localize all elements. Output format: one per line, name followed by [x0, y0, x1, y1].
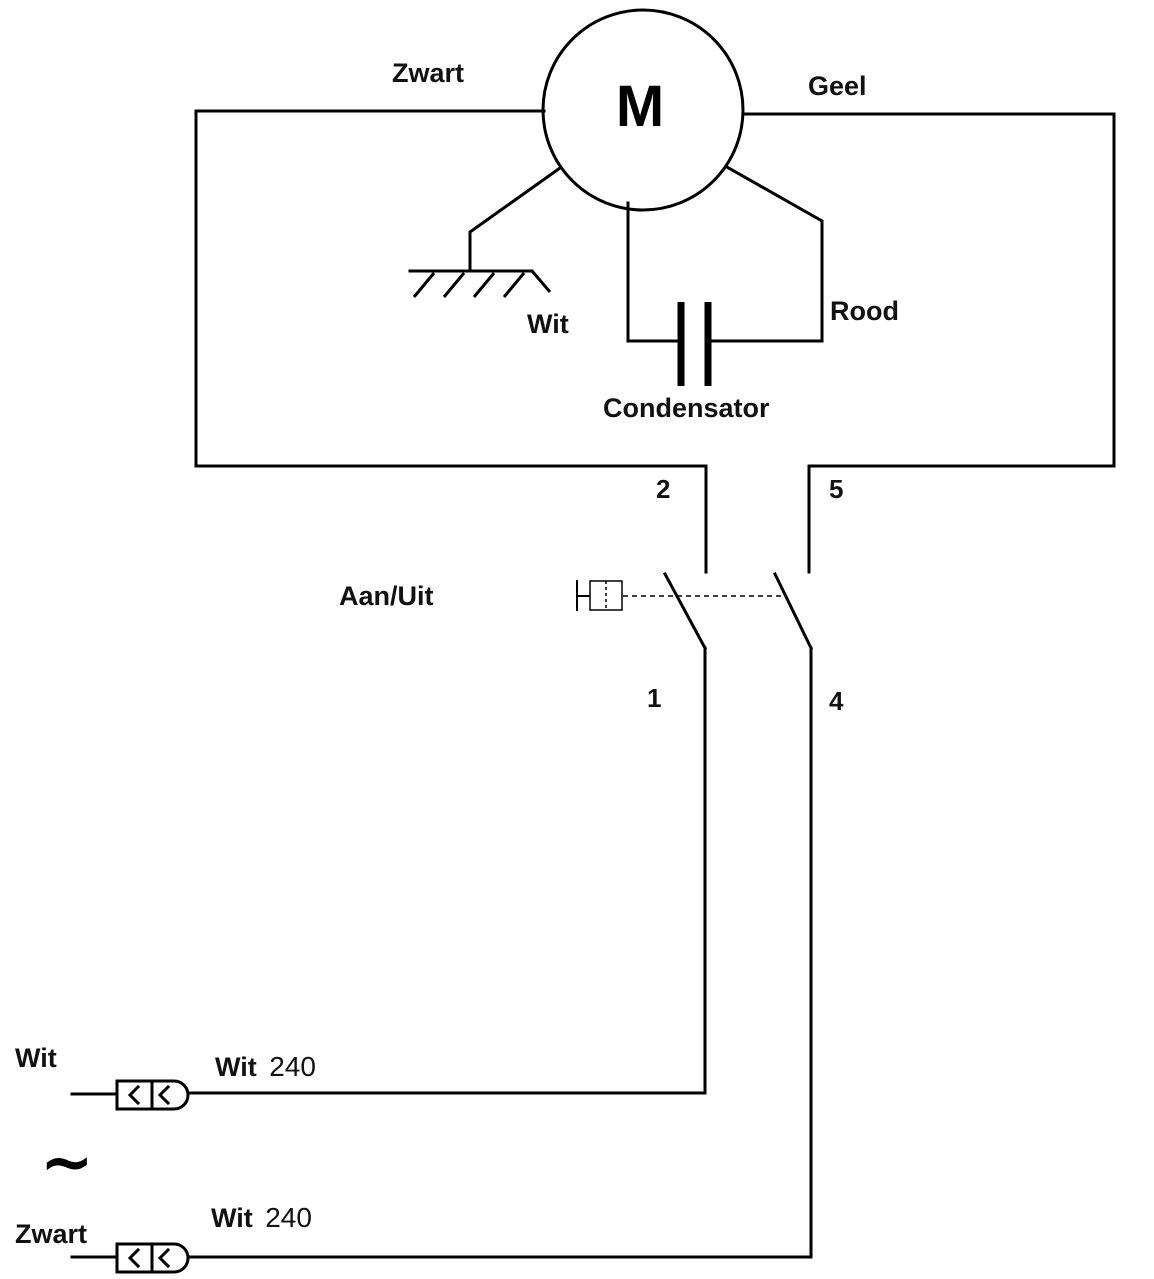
- motor-symbol: M: [616, 74, 664, 139]
- label-black-wire: Zwart: [392, 58, 464, 88]
- ground-hatch: [502, 272, 526, 298]
- plug-connector-2: [70, 1242, 190, 1274]
- motor: M: [541, 8, 745, 212]
- label-yellow-wire: Geel: [808, 71, 867, 101]
- switch-blade-right: [772, 571, 814, 651]
- ground-hatch: [442, 272, 466, 298]
- ground-wire-path: [468, 165, 563, 273]
- black-wire: [194, 109, 708, 574]
- supply-wire-white: [188, 646, 707, 1095]
- red-wire-path: [706, 164, 824, 343]
- plug-arrow-1b: [157, 1084, 171, 1106]
- connector-2-wire: Wit: [211, 1203, 253, 1233]
- supply-wire-black: [188, 646, 813, 1259]
- terminal-label-2: 2: [656, 474, 670, 504]
- ground-hatch: [530, 270, 552, 293]
- connector-1-wire: Wit: [215, 1052, 257, 1082]
- ac-symbol: ~: [40, 1126, 94, 1200]
- yellow-wire: [741, 112, 1116, 574]
- yellow-wire-path: [741, 112, 1116, 574]
- label-supply-line1: Wit: [15, 1043, 57, 1073]
- supply-wires: [188, 646, 813, 1259]
- label-switch: Aan/Uit: [339, 581, 434, 611]
- capacitor-circuit: [626, 164, 824, 386]
- label-capacitor: Condensator: [603, 393, 770, 423]
- label-red-wire: Rood: [830, 296, 899, 326]
- terminal-label-5: 5: [829, 474, 843, 504]
- label-connector-2: Wit 240: [211, 1202, 312, 1233]
- switch-blade-left: [662, 571, 708, 651]
- label-supply-line2: Zwart: [15, 1219, 87, 1249]
- switch: [576, 571, 814, 651]
- label-white-wire: Wit: [527, 309, 569, 339]
- terminal-label-1: 1: [647, 683, 661, 713]
- connector-1-voltage: 240: [269, 1051, 316, 1082]
- plug-arrow-2a: [127, 1247, 141, 1269]
- plug-connector-1: [70, 1079, 190, 1111]
- terminal-label-4: 4: [829, 686, 844, 716]
- label-connector-1: Wit 240: [215, 1051, 316, 1082]
- plug-arrow-1a: [127, 1084, 141, 1106]
- capacitor-left-wire: [626, 201, 682, 343]
- black-wire-path: [194, 109, 708, 574]
- connector-2-voltage: 240: [265, 1202, 312, 1233]
- ground-hatch: [472, 272, 496, 298]
- ground-symbol: [408, 165, 563, 298]
- plug-arrow-2b: [157, 1247, 171, 1269]
- ground-hatch: [412, 272, 436, 298]
